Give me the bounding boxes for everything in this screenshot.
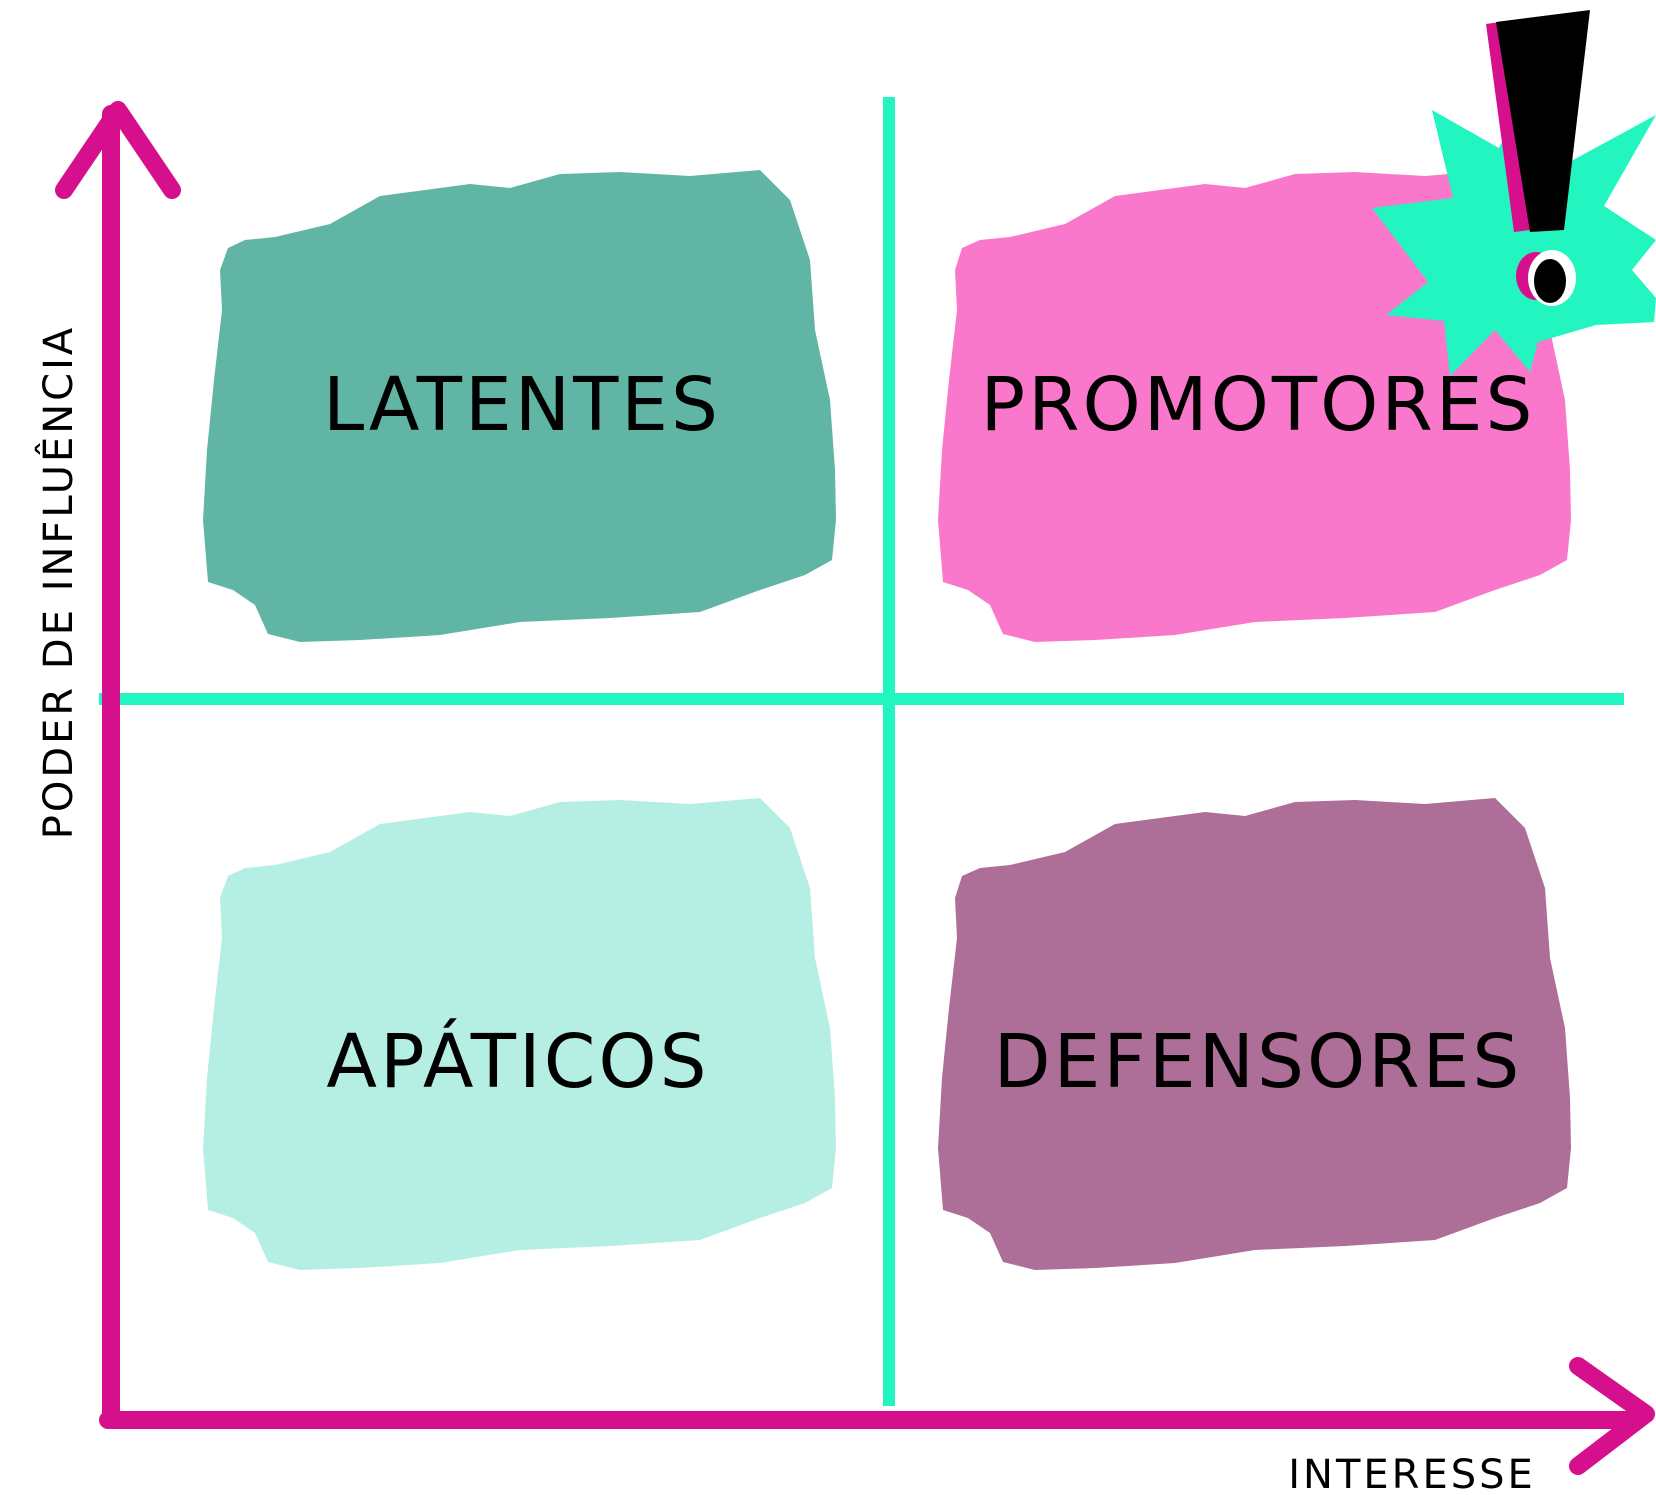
x-axis-arrowhead — [1569, 1357, 1655, 1475]
quadrant-label-promotores: PROMOTORES — [981, 362, 1536, 448]
quadrant-label-defensores: DEFENSORES — [994, 1019, 1523, 1105]
quadrant-blob-apaticos — [203, 798, 836, 1270]
quadrant-label-apaticos: APÁTICOS — [326, 1017, 709, 1105]
exclamation-accent-shape — [1486, 22, 1530, 232]
quadrant-blob-defensores — [938, 798, 1571, 1270]
quadrant-blob-promotores — [938, 170, 1571, 642]
x-axis-label: INTERESSE — [1288, 1452, 1536, 1495]
exclamation-burst-icon — [1372, 10, 1656, 376]
exclamation-dot-shape — [1534, 259, 1566, 303]
y-axis-arrowhead — [55, 101, 181, 199]
exclamation-bar-shape — [1496, 10, 1590, 232]
quadrant-blob-latentes — [203, 170, 836, 642]
y-axis-label: PODER DE INFLUÊNCIA — [34, 325, 82, 840]
burst-star-shape — [1372, 105, 1656, 376]
quadrant-label-latentes: LATENTES — [323, 362, 721, 448]
